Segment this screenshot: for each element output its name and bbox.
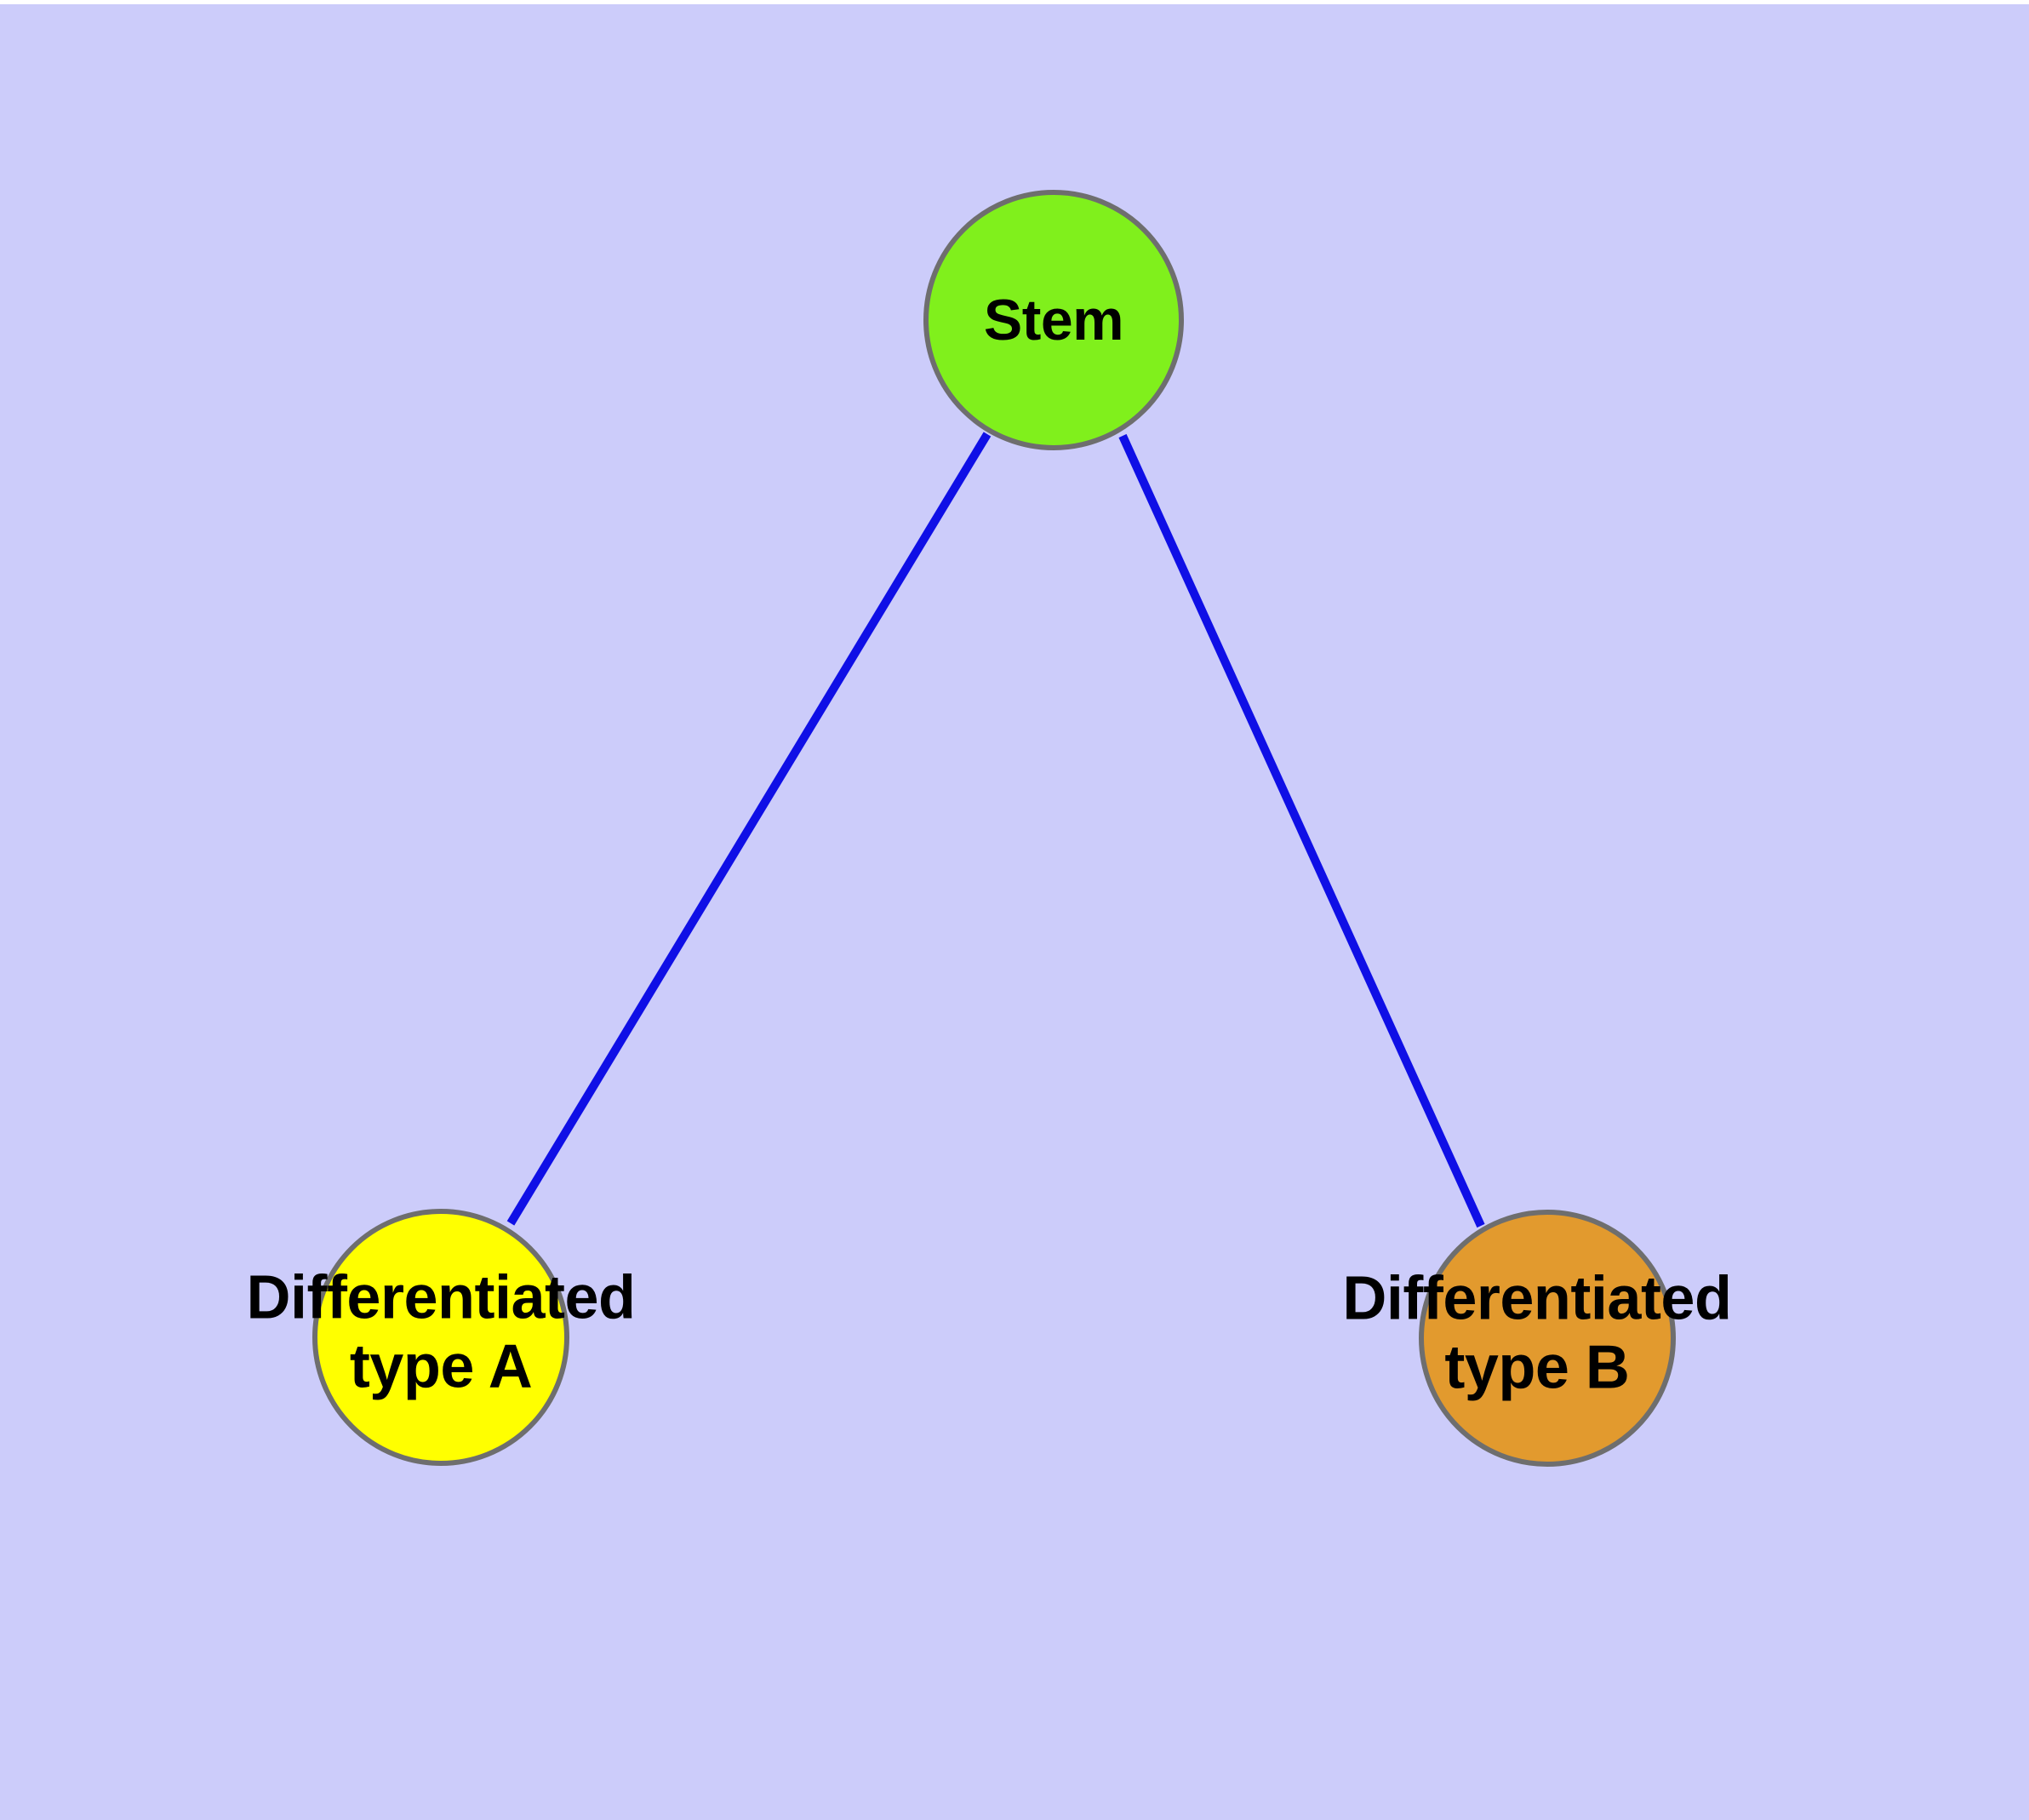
node-differentiated-type-b-circle[interactable] xyxy=(1419,1210,1676,1467)
node-differentiated-type-a-circle[interactable] xyxy=(312,1209,569,1466)
edge-stem-to-differentiated-type-b[interactable] xyxy=(1118,433,1485,1228)
edge-stem-to-differentiated-type-a[interactable] xyxy=(506,432,992,1226)
node-stem-circle[interactable] xyxy=(923,190,1184,450)
node-stem[interactable]: Stem xyxy=(923,190,1184,450)
